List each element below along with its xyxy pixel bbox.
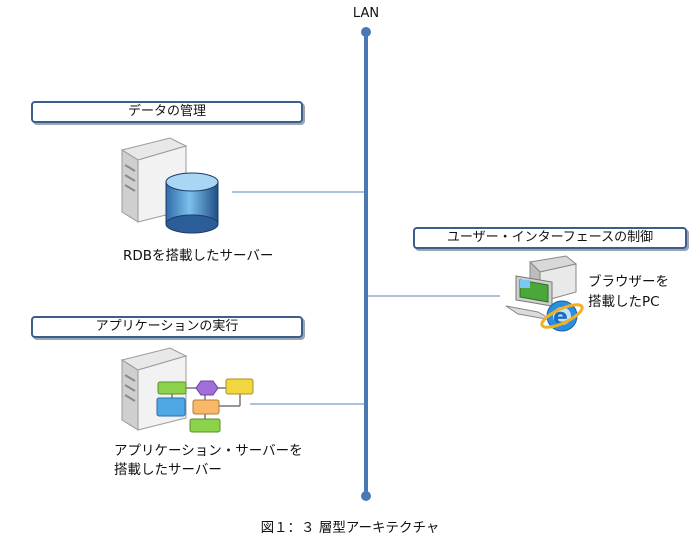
client-caption-line1: ブラウザーを — [588, 274, 669, 290]
lan-label: LAN — [352, 6, 380, 21]
app-execution-box: アプリケーションの実行 — [31, 316, 303, 338]
db-server-icon — [120, 137, 219, 234]
client-caption-line2: 搭載したPC — [588, 294, 660, 310]
client-pc-icon: e — [505, 255, 584, 332]
db-server-caption: RDBを搭載したサーバー — [123, 248, 274, 264]
lan-bottom-node — [361, 491, 371, 501]
data-management-box: データの管理 — [31, 101, 303, 123]
flowchart-icon — [156, 378, 254, 433]
app-server-caption-line1: アプリケーション・サーバーを — [114, 443, 303, 459]
ui-control-box: ユーザー・インターフェースの制御 — [413, 227, 687, 249]
lan-top-node — [361, 27, 371, 37]
figure-caption: 図１：３ 層型アーキテクチャ — [260, 520, 440, 536]
app-server-caption-line2: 搭載したサーバー — [114, 462, 222, 478]
